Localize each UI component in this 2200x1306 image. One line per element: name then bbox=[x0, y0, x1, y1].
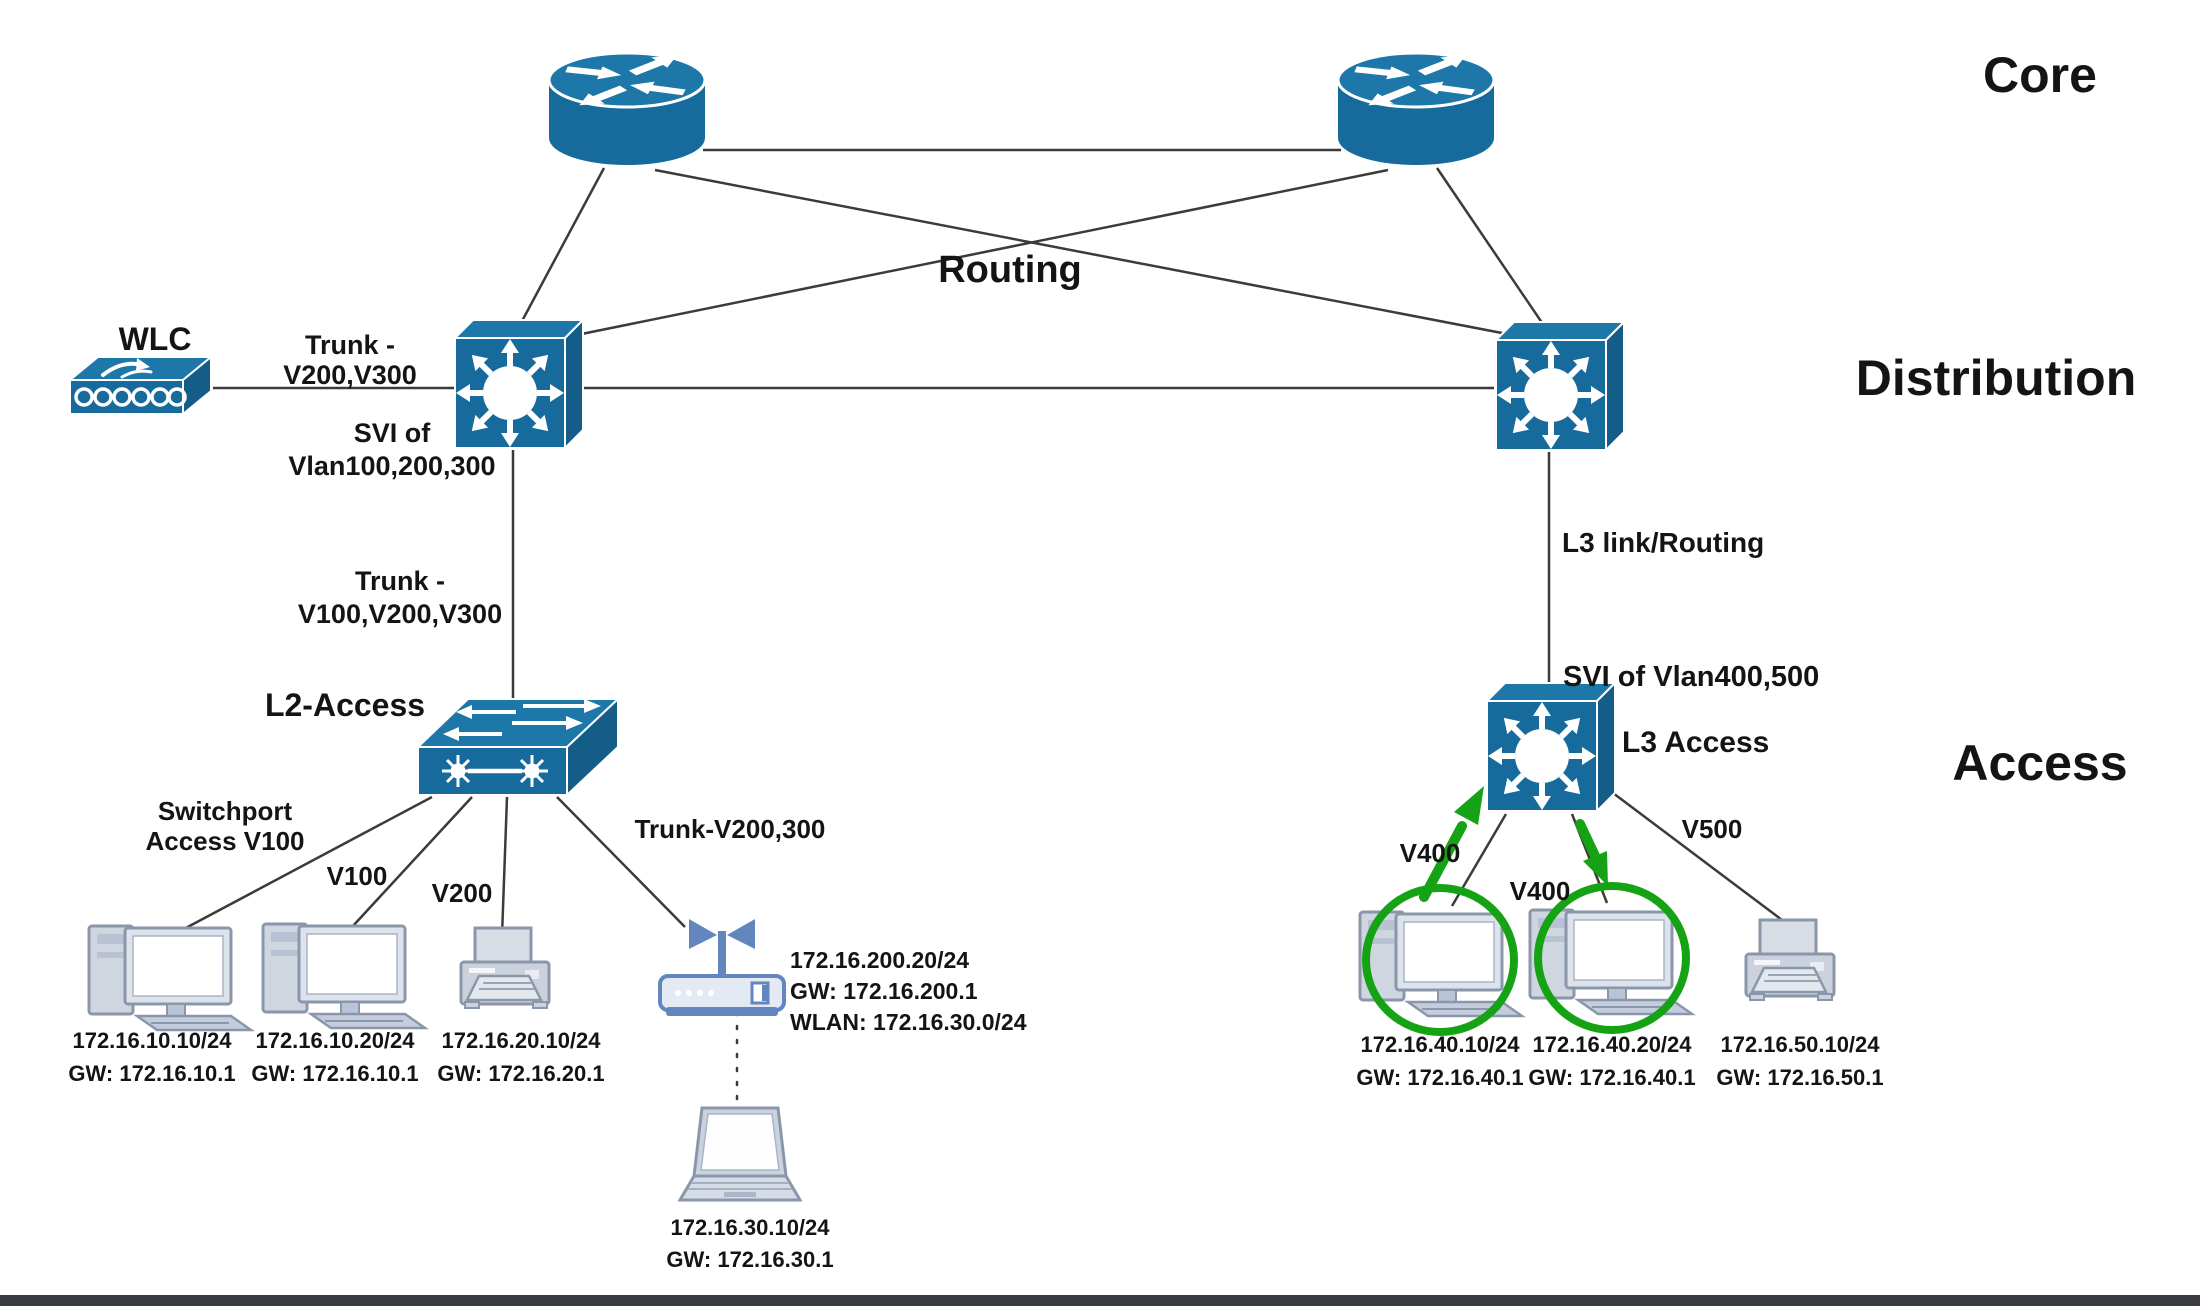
link-coreR-distL bbox=[551, 168, 1389, 342]
label-wlc: WLC bbox=[119, 321, 192, 357]
pc4-ip: 172.16.40.20/24 bbox=[1532, 1032, 1692, 1057]
distribution-switch-right-icon bbox=[1496, 322, 1624, 450]
label-routing: Routing bbox=[938, 249, 1082, 291]
label-trunk-wlc-line1: Trunk - bbox=[305, 330, 395, 360]
l2-access-switch-icon bbox=[415, 696, 621, 798]
label-v200: V200 bbox=[432, 878, 493, 908]
ap-gw: GW: 172.16.200.1 bbox=[790, 978, 978, 1004]
link-lines bbox=[181, 148, 1783, 1110]
printer1-gw: GW: 172.16.20.1 bbox=[437, 1061, 604, 1086]
label-trunk-dist-access-line1: Trunk - bbox=[355, 566, 445, 596]
link-coreR-distR bbox=[1435, 167, 1553, 337]
green-highlight-circle-pc4 bbox=[1534, 882, 1690, 1034]
laptop-gw: GW: 172.16.30.1 bbox=[666, 1247, 833, 1272]
green-arrow-down-icon bbox=[1575, 819, 1608, 886]
label-l3-link: L3 link/Routing bbox=[1562, 527, 1764, 558]
link-l2-pc2 bbox=[351, 796, 473, 928]
label-v400-right: V400 bbox=[1510, 876, 1571, 906]
label-v100: V100 bbox=[327, 861, 388, 891]
distribution-switch-left-icon bbox=[455, 320, 583, 448]
printer2-ip: 172.16.50.10/24 bbox=[1720, 1032, 1880, 1057]
l3-access-switch-icon bbox=[1487, 683, 1615, 811]
wlc-icon bbox=[67, 354, 214, 417]
label-switchport-line1: Switchport bbox=[158, 796, 293, 826]
label-trunk-ap: Trunk-V200,300 bbox=[635, 814, 826, 844]
green-arrow-up-icon bbox=[1419, 786, 1484, 902]
core-router-right-icon bbox=[1338, 51, 1494, 165]
link-l2-ap bbox=[556, 796, 686, 928]
core-router-left-icon bbox=[549, 51, 705, 165]
label-svi-dist-line2: Vlan100,200,300 bbox=[288, 451, 495, 481]
bottom-bar bbox=[0, 1295, 2200, 1306]
layer-label-access: Access bbox=[1952, 735, 2127, 791]
label-l2-access: L2-Access bbox=[265, 687, 425, 723]
printer1-ip: 172.16.20.10/24 bbox=[441, 1028, 601, 1053]
ap-ip: 172.16.200.20/24 bbox=[790, 947, 969, 973]
label-trunk-dist-access-line2: V100,V200,V300 bbox=[298, 599, 502, 629]
link-l2-printer1 bbox=[500, 796, 509, 937]
link-l3-printer2 bbox=[1612, 792, 1783, 921]
layer-label-distribution: Distribution bbox=[1856, 350, 2137, 406]
label-svi-l3: SVI of Vlan400,500 bbox=[1563, 661, 1819, 693]
label-trunk-wlc-line2: V200,V300 bbox=[283, 360, 417, 390]
label-svi-dist-line1: SVI of bbox=[354, 418, 432, 448]
pc1-ip: 172.16.10.10/24 bbox=[72, 1028, 232, 1053]
label-l3-access: L3 Access bbox=[1622, 726, 1769, 759]
pc1-gw: GW: 172.16.10.1 bbox=[68, 1061, 235, 1086]
laptop-ip: 172.16.30.10/24 bbox=[670, 1215, 830, 1240]
link-coreL-distR bbox=[654, 168, 1529, 340]
pc3-gw: GW: 172.16.40.1 bbox=[1356, 1065, 1523, 1090]
link-coreL-distL bbox=[512, 167, 606, 337]
label-v400-left: V400 bbox=[1400, 838, 1461, 868]
pc2-ip: 172.16.10.20/24 bbox=[255, 1028, 415, 1053]
printer2-gw: GW: 172.16.50.1 bbox=[1716, 1065, 1883, 1090]
green-highlights bbox=[1362, 786, 1690, 1036]
ap-wlan: WLAN: 172.16.30.0/24 bbox=[790, 1009, 1027, 1035]
link-l2-pc1 bbox=[181, 795, 433, 932]
pc3-ip: 172.16.40.10/24 bbox=[1360, 1032, 1520, 1057]
label-switchport-line2: Access V100 bbox=[145, 826, 304, 856]
pc2-gw: GW: 172.16.10.1 bbox=[251, 1061, 418, 1086]
green-highlight-circle-pc3 bbox=[1362, 884, 1518, 1036]
layer-label-core: Core bbox=[1983, 47, 2097, 103]
label-v500: V500 bbox=[1682, 814, 1743, 844]
pc4-gw: GW: 172.16.40.1 bbox=[1528, 1065, 1695, 1090]
